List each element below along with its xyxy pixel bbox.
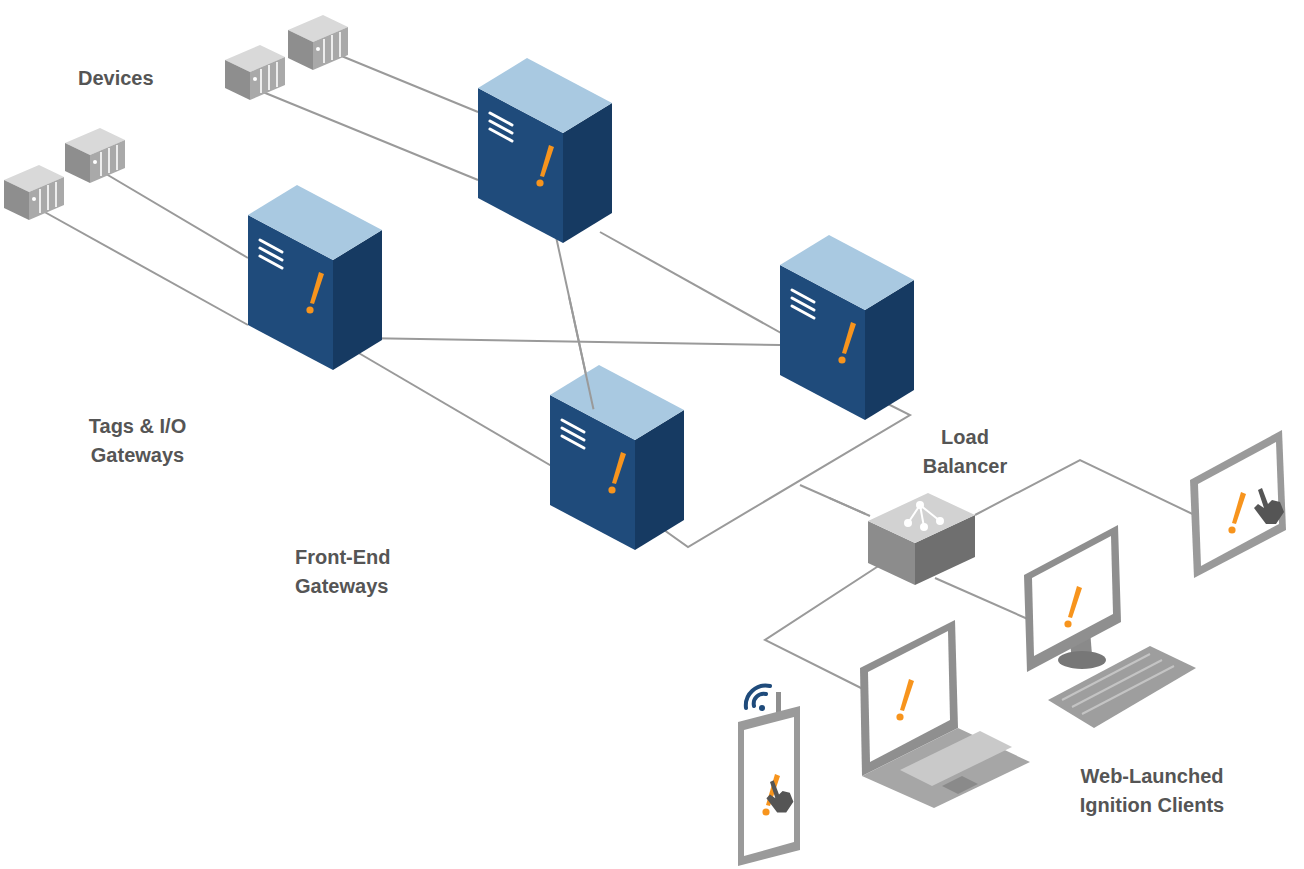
gateway-server — [478, 58, 612, 243]
device — [65, 128, 125, 183]
gateway-band: Tags & I/O Gateways — [60, 80, 750, 474]
device — [288, 15, 348, 70]
desktop-client — [1024, 525, 1196, 728]
network-link — [829, 498, 865, 514]
node-label: Tags & I/O Gateways — [70, 412, 205, 470]
network-link — [569, 297, 593, 409]
node-label: Load Balancer — [910, 423, 1020, 481]
tablet-client — [1190, 430, 1286, 578]
device — [4, 165, 64, 220]
band-shape — [60, 80, 750, 455]
load-balancer-box — [868, 493, 978, 588]
load-balancer: Load Balancer — [865, 420, 1025, 588]
band-shape — [115, 95, 740, 450]
band-shape — [420, 290, 1040, 628]
node-label: Front-End Gateways — [295, 543, 425, 601]
wifi-symbol — [746, 686, 770, 708]
network-wire — [32, 48, 1205, 690]
phone-client — [738, 686, 800, 866]
device — [225, 45, 285, 100]
group-label: Devices — [78, 64, 198, 93]
gateway-server — [780, 235, 914, 420]
gateway-server — [550, 365, 684, 550]
gateway-server — [248, 185, 382, 370]
laptop-client — [860, 620, 1030, 808]
group-label: Web-Launched Ignition Clients — [1057, 762, 1247, 820]
